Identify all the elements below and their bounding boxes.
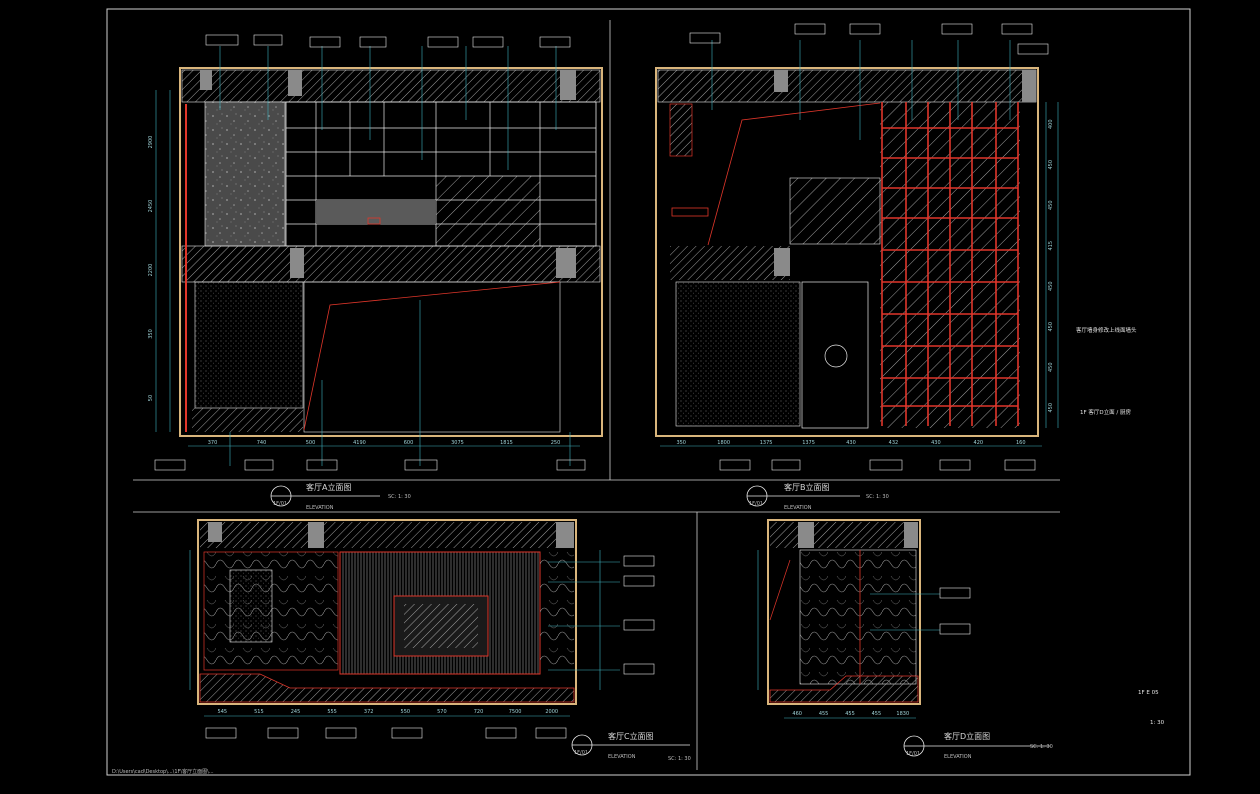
dim-c-bottom-5: 550: [401, 709, 411, 715]
dim-a-bottom-1: 740: [257, 440, 267, 446]
dim-c-bottom-1: 515: [254, 709, 264, 715]
dim-a-bottom-2: 500: [306, 440, 316, 446]
dim-a-bottom-6: 1815: [500, 440, 513, 446]
dim-b-bottom-6: 430: [931, 440, 941, 446]
dim-b-right-7: 450: [1048, 403, 1054, 413]
dim-b-right-3: 415: [1048, 241, 1054, 251]
dim-d-bottom-4: 1830: [896, 711, 909, 717]
dim-b-bottom-0: 350: [676, 440, 686, 446]
dim-b-bottom-4: 430: [846, 440, 856, 446]
elevation-view-d: [757, 519, 940, 719]
dim-b-right-6: 450: [1048, 362, 1054, 372]
dim-d-bottom-3: 455: [872, 711, 882, 717]
dim-a-left-0: 2900: [148, 136, 154, 149]
dim-d-bottom-1: 455: [819, 711, 829, 717]
view-a-ref: 1F/01: [273, 501, 287, 507]
view-d-subtitle: ELEVATION: [944, 754, 972, 760]
dim-a-left-1: 2450: [148, 200, 154, 213]
view-c-ref: 1F/01: [574, 750, 588, 756]
dim-b-bottom-2: 1375: [760, 440, 773, 446]
view-b-subtitle: ELEVATION: [784, 505, 812, 511]
view-b-title: 客厅B立面图: [784, 482, 830, 492]
dim-b-bottom-3: 1375: [802, 440, 815, 446]
view-d-title: 客厅D立面图: [944, 731, 990, 741]
dim-b-bottom-8: 160: [1016, 440, 1026, 446]
view-d-scale: SC: 1: 30: [1030, 744, 1053, 750]
dim-b-bottom-7: 420: [974, 440, 984, 446]
dim-b-right-2: 450: [1048, 200, 1054, 210]
view-a-scale: SC: 1: 30: [388, 494, 411, 500]
view-d-ref: 1F/01: [906, 751, 920, 757]
dim-c-bottom-7: 720: [474, 709, 484, 715]
dim-c-bottom-6: 570: [437, 709, 447, 715]
dim-b-bottom-1: 1800: [717, 440, 730, 446]
dim-c-bottom-8: 7500: [509, 709, 522, 715]
side-note-1: 客厅墙身修改上线面墙头: [1076, 326, 1137, 334]
reference-tag-boxes: [154, 23, 1049, 739]
dim-a-bottom-4: 600: [404, 440, 414, 446]
elevation-view-c: [189, 519, 620, 717]
dim-a-bottom-0: 370: [208, 440, 218, 446]
dim-a-bottom-3: 4190: [353, 440, 366, 446]
dim-d-bottom-0: 460: [792, 711, 802, 717]
view-c-scale: SC: 1: 30: [668, 756, 691, 762]
sheet-frame: [106, 8, 1191, 776]
dim-a-bottom-7: 250: [551, 440, 561, 446]
elevation-view-b: [655, 40, 1059, 447]
dim-b-right-0: 400: [1048, 119, 1054, 129]
dim-b-right-4: 450: [1048, 281, 1054, 291]
dim-a-bottom-5: 3075: [451, 440, 464, 446]
elevation-view-a: [155, 46, 603, 466]
view-c-subtitle: ELEVATION: [608, 754, 636, 760]
sheet-number: 1F E 05: [1138, 690, 1159, 696]
side-note-2: 1F 客厅D立面 / 厨房: [1080, 408, 1131, 416]
dimension-labels: 370 740 500 4190 600 3075 1815 250 2900 2450 2200 3…: [148, 119, 1054, 717]
dim-c-bottom-3: 555: [327, 709, 337, 715]
dim-c-bottom-0: 545: [218, 709, 228, 715]
view-c-title: 客厅C立面图: [608, 731, 654, 741]
view-a-subtitle: ELEVATION: [306, 505, 334, 511]
dim-b-right-5: 450: [1048, 322, 1054, 332]
view-b-scale: SC: 1: 30: [866, 494, 889, 500]
dim-b-right-1: 450: [1048, 160, 1054, 170]
footer-file-path: D:\Users\cad\Desktop\...\1F\客厅立面图\...: [112, 768, 214, 775]
view-a-title: 客厅A立面图: [306, 482, 351, 492]
dim-a-left-2: 2200: [148, 264, 154, 277]
dim-c-bottom-9: 2000: [545, 709, 558, 715]
dim-d-bottom-2: 455: [845, 711, 855, 717]
dim-b-bottom-5: 432: [889, 440, 899, 446]
view-title-markers: [270, 485, 1050, 757]
dim-a-left-3: 350: [148, 329, 154, 339]
dim-a-left-4: 50: [148, 395, 154, 401]
dim-c-bottom-2: 245: [291, 709, 301, 715]
sheet-scale: 1: 30: [1150, 720, 1165, 726]
dim-c-bottom-4: 372: [364, 709, 374, 715]
view-b-ref: 1F/01: [749, 501, 763, 507]
